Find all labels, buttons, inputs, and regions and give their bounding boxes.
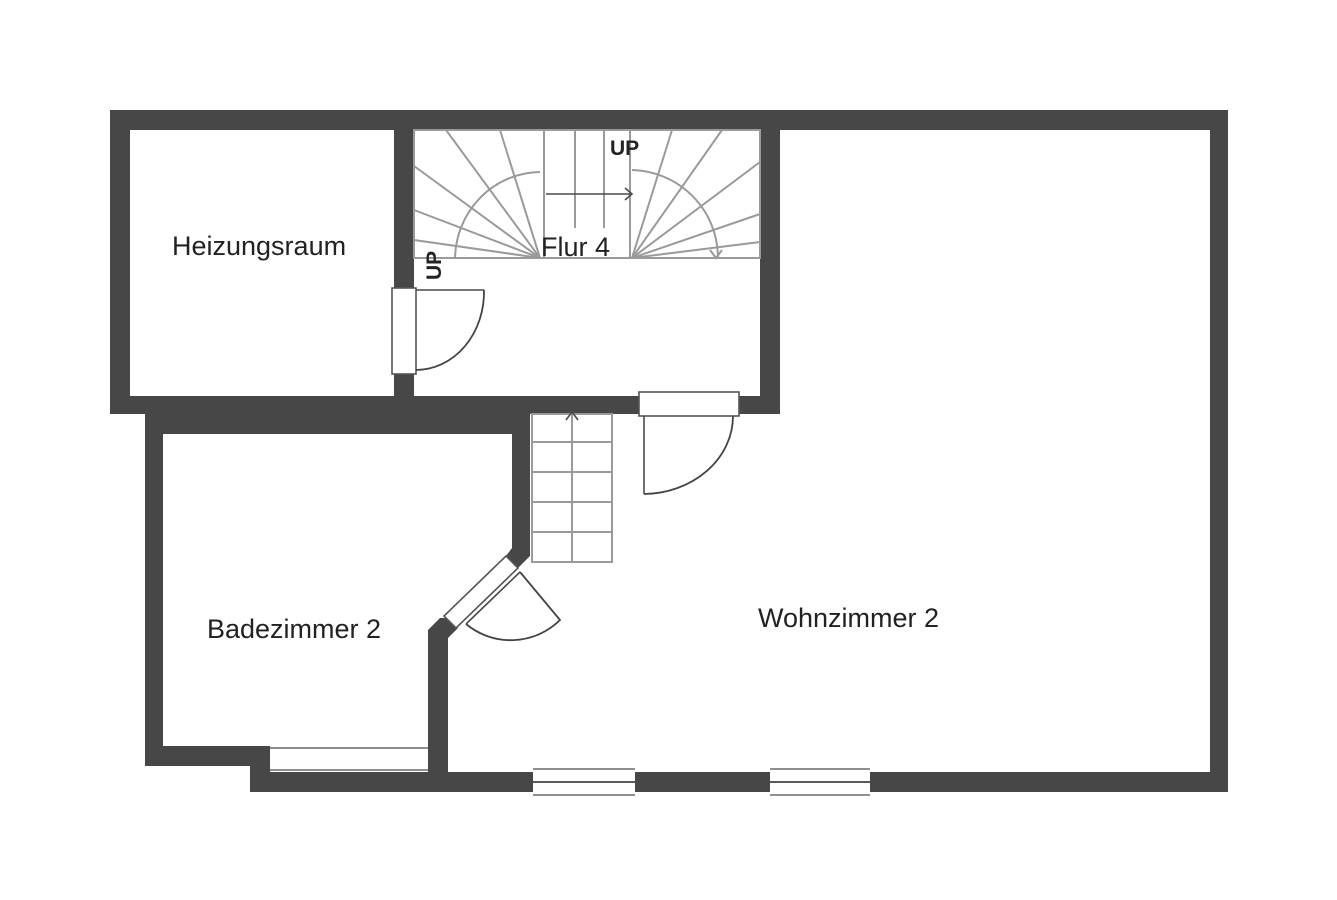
door-heizung-flur[interactable] bbox=[391, 287, 485, 375]
walls bbox=[110, 110, 1228, 792]
wall-door-stub-upper bbox=[506, 548, 530, 568]
stair-up-label-left: UP bbox=[423, 251, 446, 280]
staircase-upper bbox=[413, 129, 761, 260]
door-badezimmer[interactable] bbox=[442, 554, 562, 642]
window-wohnzimmer-1 bbox=[533, 768, 635, 796]
wall-right bbox=[1210, 110, 1228, 792]
staircase-lower bbox=[531, 410, 613, 563]
window-badezimmer bbox=[270, 747, 428, 772]
doors bbox=[391, 287, 740, 642]
wall-heizung-flur-upper bbox=[394, 110, 414, 288]
room-label-wohnzimmer: Wohnzimmer 2 bbox=[758, 603, 939, 633]
door-flur-wohnzimmer[interactable] bbox=[638, 391, 740, 495]
room-label-heizungsraum: Heizungsraum bbox=[172, 231, 346, 261]
wall-left-heizung bbox=[110, 110, 130, 414]
wall-bad-right-lower bbox=[428, 630, 448, 792]
wall-bad-step bbox=[250, 746, 270, 792]
wall-left-bad bbox=[145, 414, 163, 766]
wall-bad-top bbox=[145, 414, 530, 434]
wall-heizung-flur-lower bbox=[394, 374, 414, 404]
window-wohnzimmer-2 bbox=[770, 768, 870, 796]
wall-flur-right bbox=[760, 110, 780, 414]
stair-up-label-top: UP bbox=[610, 137, 639, 160]
wall-mid-horizontal bbox=[110, 396, 780, 414]
windows bbox=[270, 747, 870, 796]
room-label-badezimmer: Badezimmer 2 bbox=[207, 614, 381, 644]
wall-bad-bottom-left bbox=[145, 746, 270, 766]
wall-bad-right-upper bbox=[512, 414, 530, 554]
room-label-flur: Flur 4 bbox=[541, 232, 610, 262]
wall-top bbox=[110, 110, 1228, 130]
wall-bottom bbox=[250, 772, 1228, 792]
